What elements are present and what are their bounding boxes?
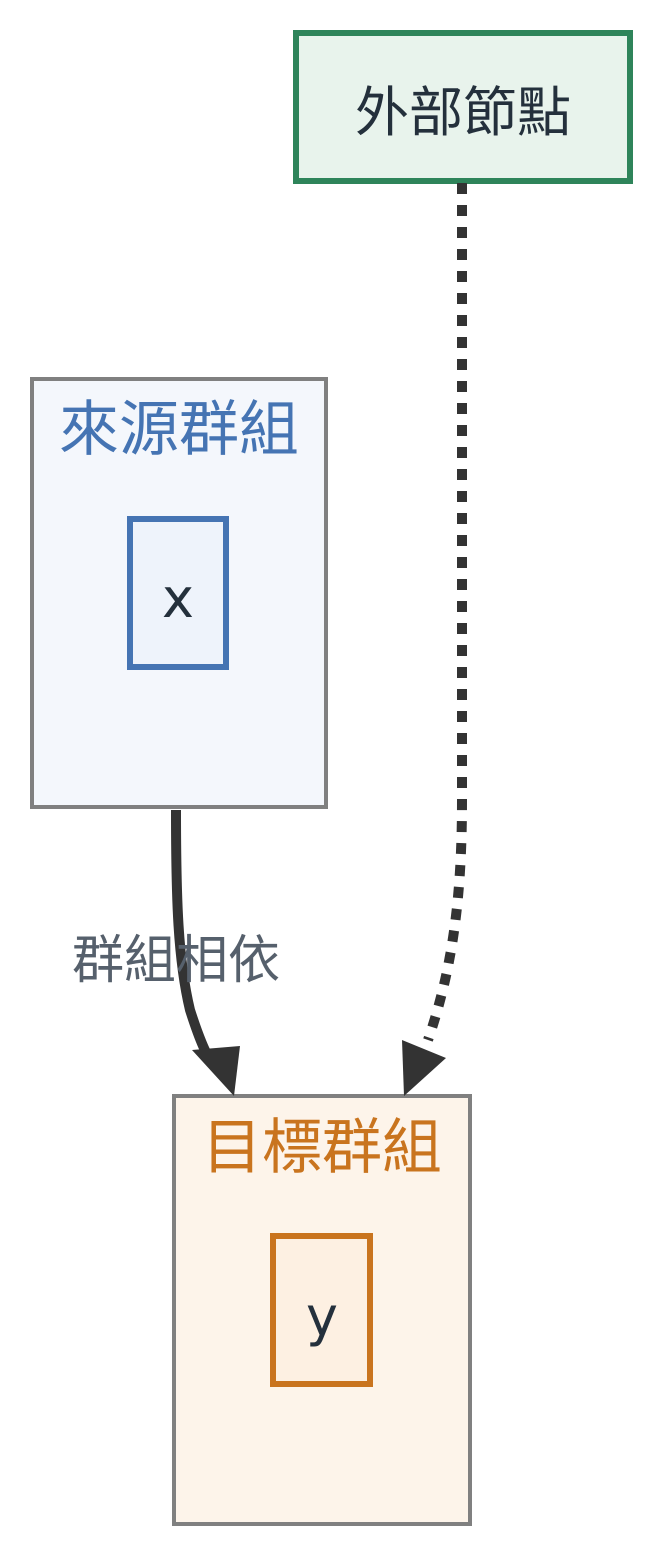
node-y[interactable]: y — [270, 1233, 373, 1387]
external-node-label: 外部節點 — [355, 81, 571, 144]
external-node-box — [293, 30, 633, 184]
group-dependency-label: 群組相依 — [72, 931, 280, 991]
external-dependency-edge — [402, 183, 467, 1096]
group-dependency-arrowhead — [192, 1046, 240, 1096]
node-x-box — [127, 516, 229, 670]
node-x-label: x — [162, 567, 194, 630]
source-group-title: 來源群組 — [59, 395, 299, 465]
external-dependency-arrowhead — [402, 1040, 446, 1096]
target-group-title: 目標群組 — [202, 1113, 442, 1183]
group-dependency-edge — [171, 809, 240, 1096]
node-x[interactable]: x — [127, 516, 229, 670]
external-node[interactable]: 外部節點 — [293, 30, 633, 184]
source-group[interactable]: 來源群組 x — [30, 377, 328, 809]
group-dependency-line — [171, 809, 214, 1062]
node-y-label: y — [306, 1285, 338, 1348]
target-group[interactable]: 目標群組 y — [172, 1094, 472, 1526]
external-dependency-line — [423, 183, 467, 1042]
node-y-box — [270, 1233, 373, 1387]
